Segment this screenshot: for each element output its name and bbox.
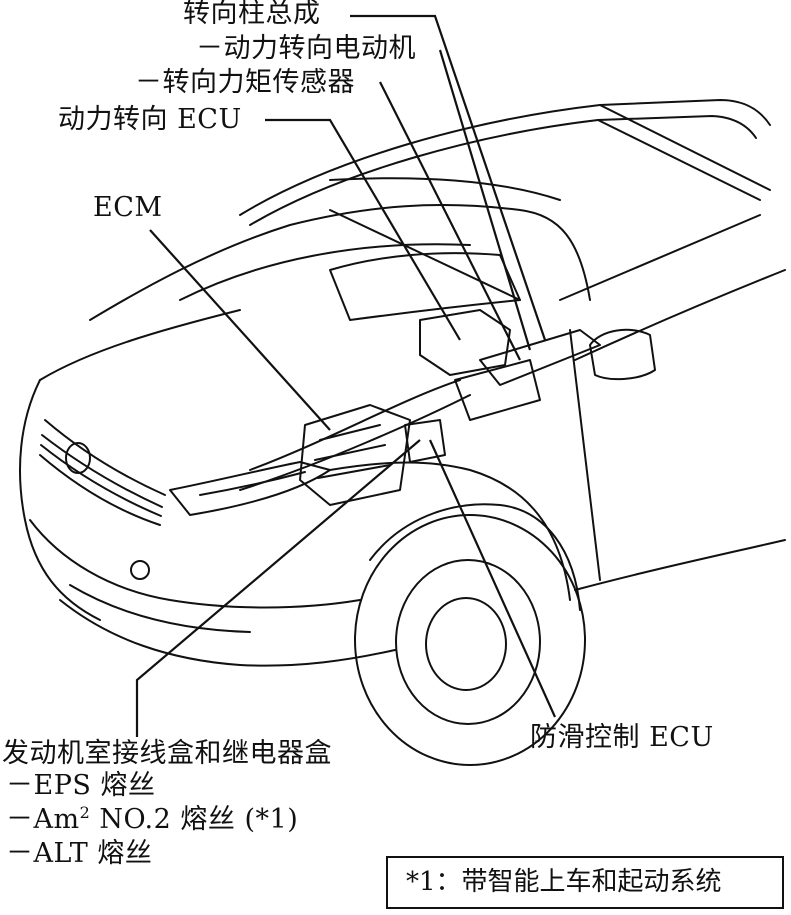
hood-front — [39, 309, 241, 381]
fog-light — [130, 560, 150, 580]
grille-bar-1 — [41, 434, 163, 508]
hood-outline — [89, 204, 591, 321]
footnote-box: *1：带智能上车和起动系统 — [386, 856, 784, 909]
leader-power-motor — [438, 49, 532, 351]
grille-top — [44, 419, 166, 496]
bumper-bottom — [59, 599, 396, 667]
leader-ecm — [149, 229, 331, 431]
lower-intake — [69, 584, 251, 633]
front-tire — [354, 514, 586, 766]
label-steering-column-assy: 转向柱总成 — [183, 0, 321, 29]
label-eps-fuse: －EPS 熔丝 — [6, 770, 156, 801]
label-ecm: ECM — [93, 192, 163, 223]
steering-column — [479, 329, 601, 386]
psecu-box — [419, 309, 511, 376]
leader-torque-sensor — [379, 81, 521, 361]
roof-line — [239, 99, 771, 216]
door-front — [569, 329, 601, 581]
label-power-steering-motor: －动力转向电动机 — [196, 33, 416, 64]
label-power-steering-ecu: 动力转向 ECU — [58, 104, 242, 135]
leader-power-steering-ecu — [265, 118, 461, 341]
front-rim — [395, 559, 541, 725]
leader-engine-room-box — [135, 439, 421, 737]
label-am2-fuse: －Am2 NO.2 熔丝 (*1) — [6, 804, 298, 836]
am2-suffix: NO.2 熔丝 (*1) — [90, 804, 299, 835]
steering-rack — [454, 359, 541, 421]
wheel-arch — [369, 503, 581, 611]
label-skid-control-ecu: 防滑控制 ECU — [530, 722, 714, 753]
front-hub — [425, 597, 507, 691]
front-face — [19, 379, 101, 621]
roof-line-inner — [249, 115, 757, 226]
a-pillar — [599, 104, 771, 191]
engine-harness-2 — [239, 394, 471, 491]
grille-bar-2 — [40, 444, 162, 517]
engine-harness — [249, 379, 461, 471]
grille-bottom — [39, 454, 161, 526]
engine-cover — [329, 252, 521, 321]
a-pillar-inner — [597, 119, 761, 201]
am2-superscript: 2 — [79, 803, 91, 822]
footnote-text: *1：带智能上车和起动系统 — [406, 867, 722, 897]
side-sill — [574, 539, 786, 591]
belt-line — [574, 269, 786, 361]
label-torque-sensor: －转向力矩传感器 — [135, 67, 355, 98]
label-alt-fuse: －ALT 熔丝 — [6, 838, 153, 869]
leader-steering-column — [350, 14, 547, 341]
am2-prefix: －Am — [6, 804, 80, 835]
ecm-detail — [314, 424, 391, 479]
cowl — [329, 177, 561, 201]
side-mirror — [589, 328, 656, 381]
leader-skid-control-ecu — [428, 439, 557, 718]
hood-crease — [179, 243, 471, 301]
fender-line — [329, 461, 571, 601]
wiper — [329, 209, 521, 301]
bumper-lower — [29, 519, 361, 609]
ecm-box — [299, 404, 411, 506]
emblem — [65, 442, 91, 474]
windshield-glass — [559, 214, 761, 301]
label-engine-room-junction-box: 发动机室接线盒和继电器盒 — [2, 738, 332, 769]
